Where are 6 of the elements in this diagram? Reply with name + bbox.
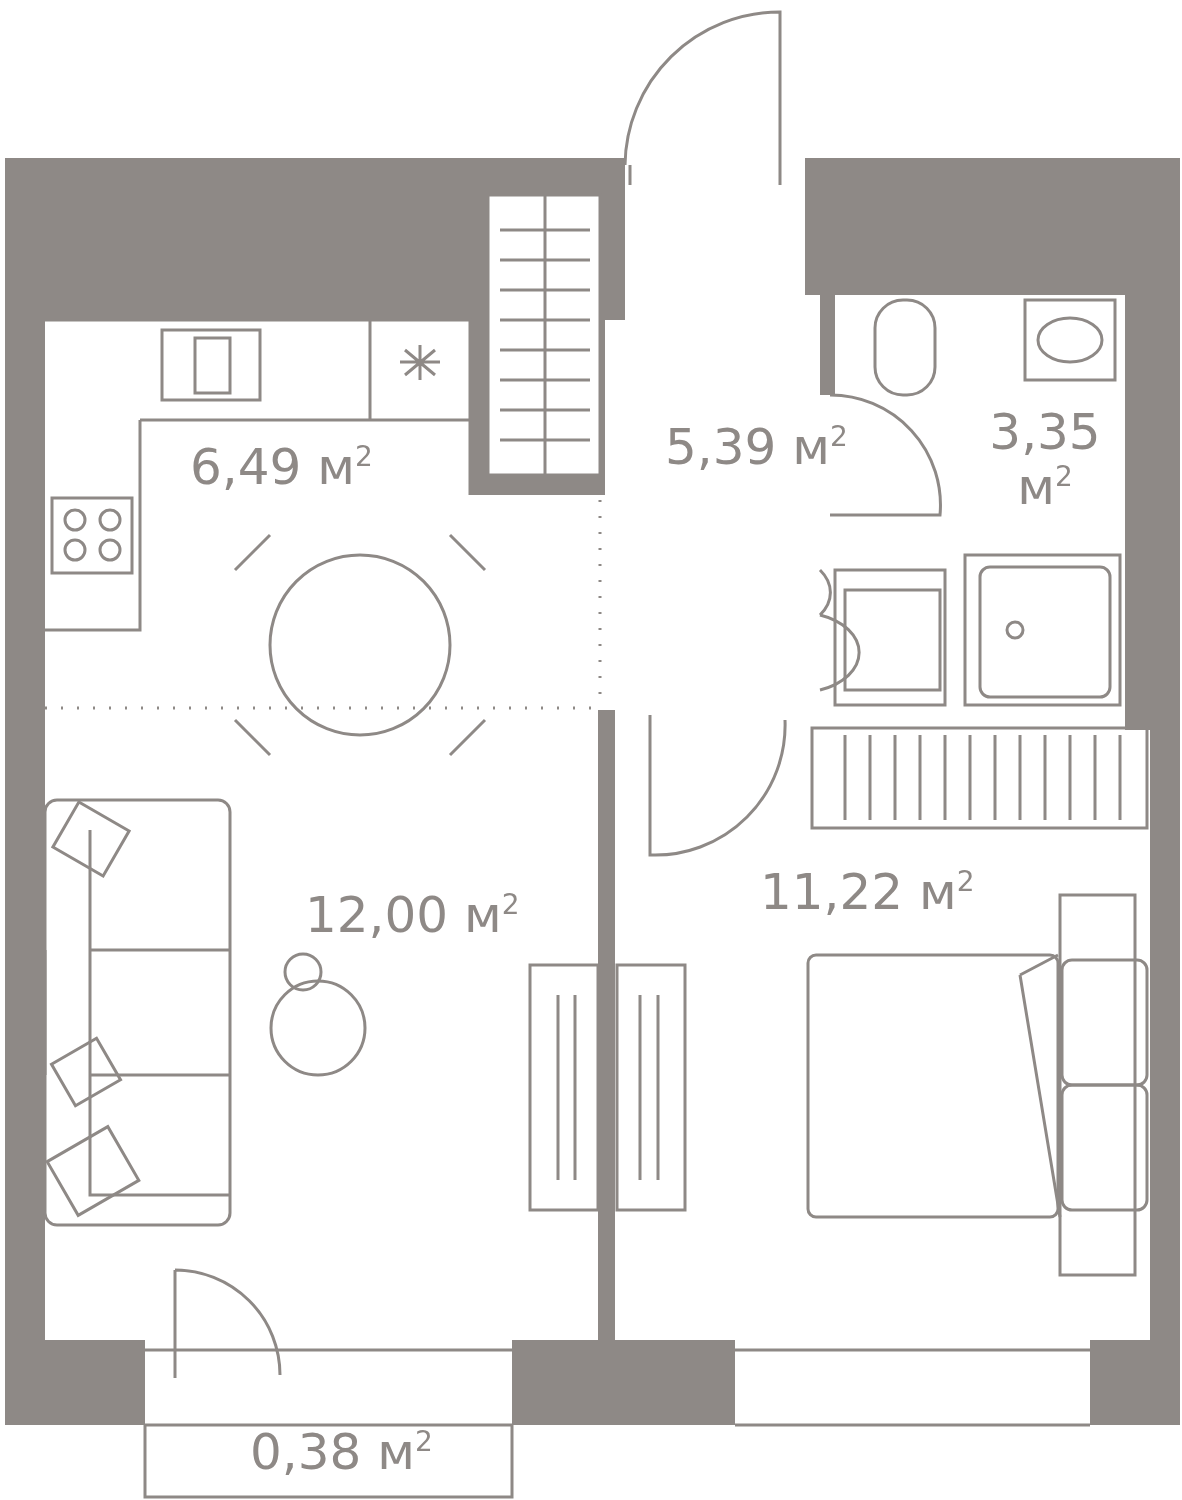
room-area-label: 6,49 м$^{2}$ [190, 440, 373, 495]
room-area-label: 12,00 м$^{2}$ [305, 888, 520, 943]
room-area-label: 0,38 м$^{2}$ [250, 1425, 433, 1480]
room-area-label: 3,35 м$^{2}$ [988, 405, 1102, 515]
room-area-label: 11,22 м$^{2}$ [760, 865, 975, 920]
room-area-label: 5,39 м$^{2}$ [665, 420, 848, 475]
